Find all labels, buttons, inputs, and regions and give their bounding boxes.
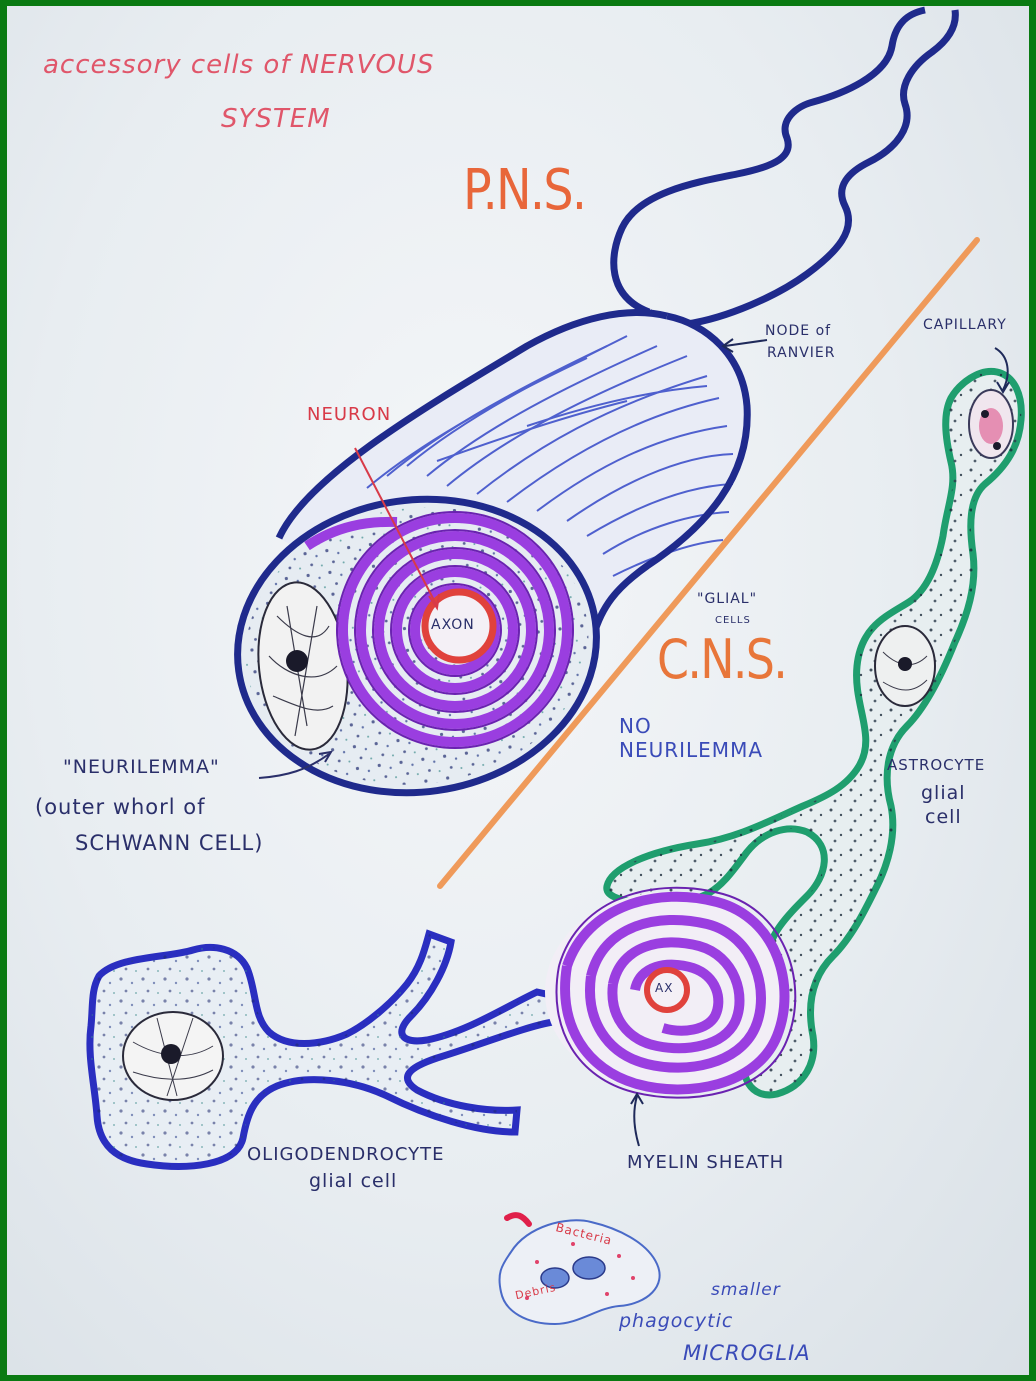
- no-neurilemma-line1: NO: [619, 716, 652, 737]
- title-line2: SYSTEM: [221, 106, 331, 133]
- astrocyte-line2: glial: [921, 784, 966, 804]
- oligodendrocyte-cell: [90, 934, 555, 1166]
- glial-cells-line2: CELLS: [715, 616, 751, 627]
- axon-small-label: AX: [655, 982, 673, 995]
- glial-cells-line1: "GLIAL": [697, 592, 757, 607]
- pns-axon-nodes: [614, 10, 956, 336]
- no-neurilemma-line2: NEURILEMMA: [619, 740, 763, 761]
- neuron-label: NEURON: [307, 406, 391, 425]
- myelin-sheath-arrow: [631, 1094, 643, 1146]
- axon-label: AXON: [431, 618, 475, 633]
- title-line1: accessory cells of NERVOUS: [43, 52, 434, 79]
- node-of-ranvier-arrow: [723, 339, 767, 352]
- cns-label: C.N.S.: [657, 632, 786, 689]
- microglia-line1: smaller: [711, 1282, 781, 1300]
- neurilemma-line2: (outer whorl of: [35, 796, 206, 818]
- drawing-paper: accessory cells of NERVOUS SYSTEM P.N.S.…: [7, 6, 1029, 1375]
- neurilemma-line1: "NEURILEMMA": [63, 758, 220, 778]
- node-of-ranvier-line2: RANVIER: [767, 346, 836, 361]
- astrocyte-line1: ASTROCYTE: [887, 758, 985, 774]
- pns-label: P.N.S.: [463, 162, 585, 221]
- node-of-ranvier-line1: NODE of: [765, 324, 831, 339]
- capillary-label: CAPILLARY: [923, 318, 1007, 333]
- microglia-line2: phagocytic: [619, 1312, 733, 1332]
- microglia-line3: MICROGLIA: [683, 1342, 811, 1364]
- myelin-sheath-label: MYELIN SHEATH: [627, 1154, 784, 1173]
- astrocyte-line3: cell: [925, 808, 962, 828]
- neurilemma-line3: SCHWANN CELL): [75, 832, 263, 854]
- oligodendrocyte-line2: glial cell: [309, 1172, 397, 1192]
- oligodendrocyte-line1: OLIGODENDROCYTE: [247, 1146, 444, 1165]
